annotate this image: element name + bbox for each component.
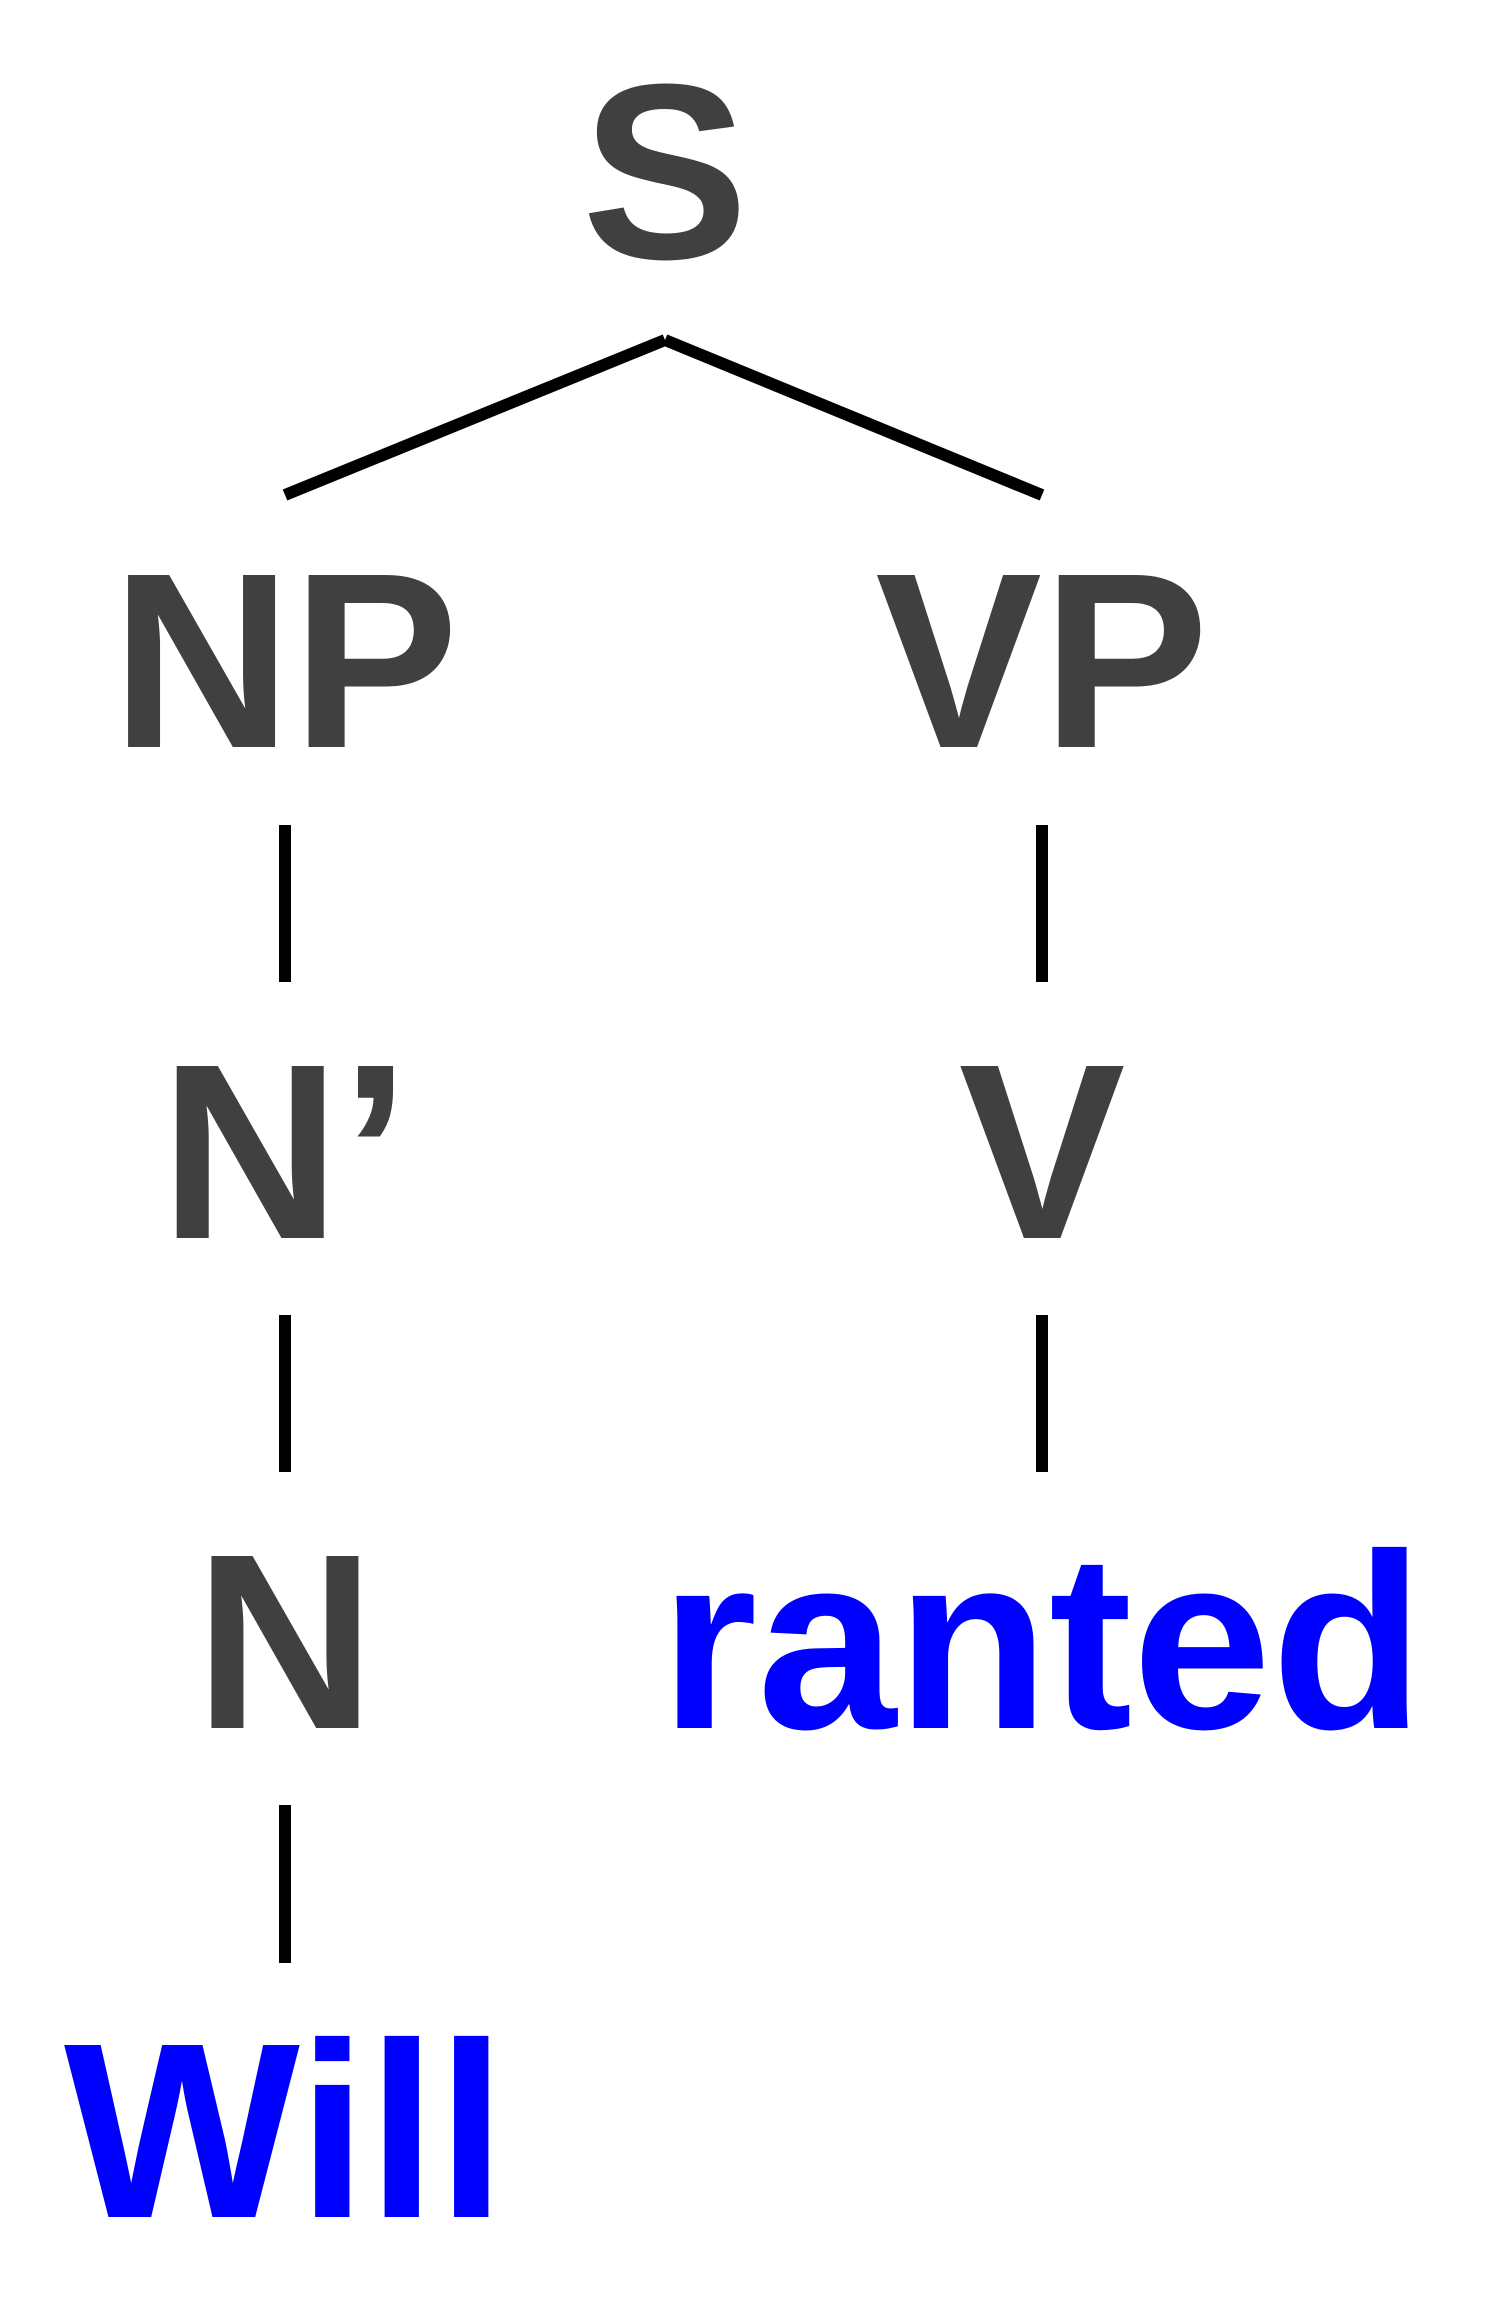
node-VP: VP: [875, 521, 1209, 800]
node-V: V: [959, 1012, 1126, 1291]
node-N-bar: N’: [160, 1012, 410, 1291]
word-ranted: ranted: [660, 1502, 1424, 1781]
node-S: S: [582, 32, 749, 311]
tree-nodes: S NP VP N’ V N ranted Will: [64, 32, 1424, 2270]
edge-S-NP: [282, 334, 668, 501]
tree-edges: [279, 334, 1048, 1963]
node-N: N: [195, 1502, 376, 1781]
edge-S-VP: [662, 334, 1045, 501]
node-NP: NP: [111, 521, 458, 800]
word-will: Will: [64, 1991, 506, 2270]
